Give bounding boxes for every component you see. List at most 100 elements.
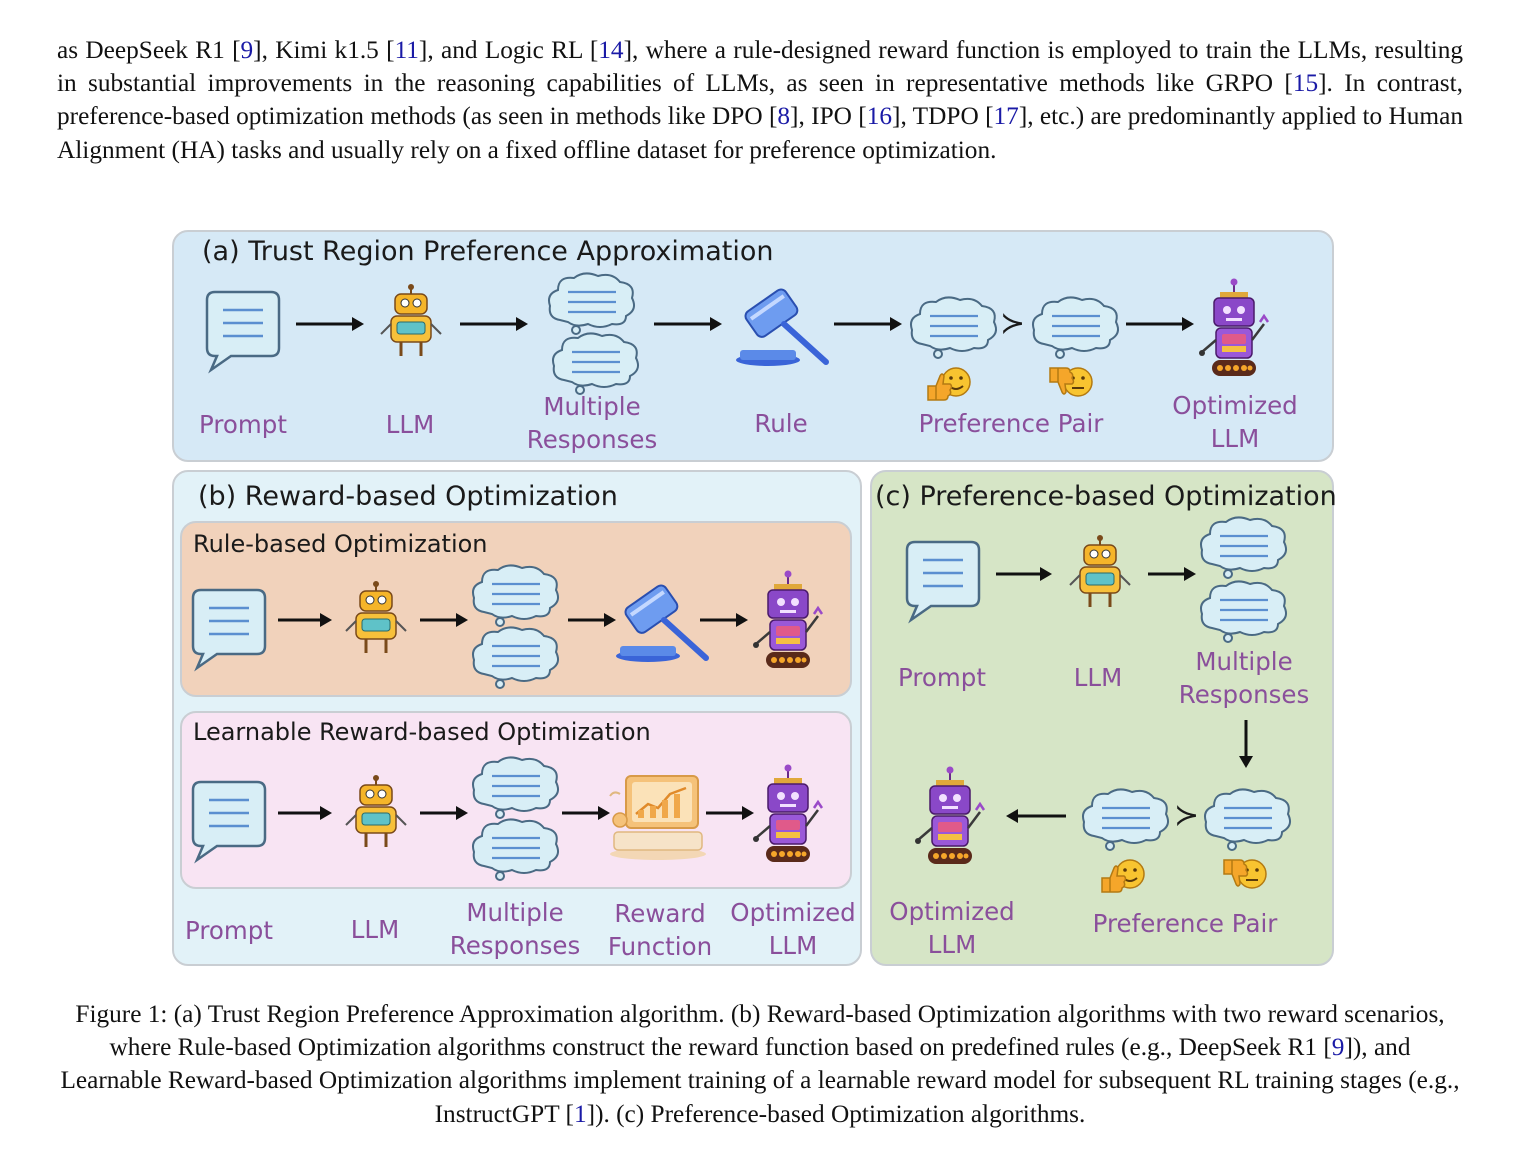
learnable-reward-title: Learnable Reward-based Optimization bbox=[193, 718, 651, 746]
thumbs-down-emoji-icon bbox=[1223, 859, 1267, 889]
paragraph-text: ], and Logic RL [ bbox=[418, 36, 599, 64]
arrow-right-icon bbox=[420, 806, 468, 820]
figure-caption: Figure 1: (a) Trust Region Preference Ap… bbox=[57, 998, 1463, 1131]
arrow-left-icon bbox=[1006, 809, 1066, 823]
label-optimized-llm: LLM bbox=[768, 931, 818, 960]
citation-link[interactable]: 14 bbox=[598, 36, 624, 64]
optimized-robot-icon bbox=[915, 766, 986, 864]
panel-a-title: (a) Trust Region Preference Approximatio… bbox=[202, 236, 774, 267]
citation-link[interactable]: 9 bbox=[240, 36, 254, 64]
cloud-response-icon bbox=[472, 756, 559, 819]
label-llm: LLM bbox=[385, 410, 435, 439]
arrow-right-icon bbox=[1148, 567, 1196, 581]
arrow-right-icon bbox=[996, 567, 1052, 581]
body-paragraph: as DeepSeek R1 [9], Kimi k1.5 [11], and … bbox=[57, 34, 1463, 167]
label-responses: Responses bbox=[449, 931, 581, 960]
chat-bubble-icon bbox=[905, 540, 981, 624]
label-multiple: Multiple bbox=[1195, 647, 1293, 676]
label-prompt: Prompt bbox=[898, 663, 986, 692]
paragraph-text: ], etc.) are predominantly applied to Hu… bbox=[57, 102, 1463, 164]
paragraph-text: ], Kimi k1.5 [ bbox=[253, 36, 395, 64]
label-preference-pair: Preference Pair bbox=[1092, 909, 1278, 938]
arrow-right-icon bbox=[654, 317, 722, 331]
caption-text: ]), and Learnable Reward-based Optimizat… bbox=[60, 1033, 1460, 1128]
label-multiple: Multiple bbox=[543, 392, 641, 421]
label-function: Function bbox=[607, 932, 713, 961]
label-optimized-llm: LLM bbox=[927, 930, 977, 959]
label-prompt: Prompt bbox=[185, 916, 273, 945]
arrow-right-icon bbox=[278, 806, 332, 820]
paragraph-text: ], IPO [ bbox=[790, 102, 867, 131]
gavel-rule-icon bbox=[616, 584, 709, 662]
citation-link[interactable]: 9 bbox=[1331, 1033, 1345, 1062]
succeeds-symbol: ≻ bbox=[1174, 798, 1200, 833]
citation-link[interactable]: 8 bbox=[777, 102, 791, 131]
thumbs-down-emoji-icon bbox=[1049, 367, 1093, 397]
panel-a bbox=[172, 230, 1334, 462]
label-preference-pair: Preference Pair bbox=[918, 409, 1104, 438]
citation-link[interactable]: 15 bbox=[1292, 69, 1319, 98]
arrow-right-icon bbox=[834, 317, 902, 331]
robot-llm-icon bbox=[345, 581, 407, 653]
citation-link[interactable]: 16 bbox=[866, 102, 893, 131]
succeeds-symbol: ≻ bbox=[1000, 306, 1026, 341]
paragraph-text: as DeepSeek R1 [ bbox=[57, 36, 241, 64]
thumbs-up-emoji-icon bbox=[927, 367, 971, 401]
cloud-response-icon bbox=[910, 296, 997, 359]
cloud-response-icon bbox=[1032, 296, 1119, 359]
arrow-right-icon bbox=[1126, 317, 1194, 331]
label-multiple: Multiple bbox=[466, 898, 564, 927]
gavel-rule-icon bbox=[736, 288, 829, 366]
citation-link[interactable]: 17 bbox=[993, 102, 1019, 131]
cloud-response-icon bbox=[472, 564, 559, 627]
arrow-right-icon bbox=[460, 317, 528, 331]
optimized-robot-icon bbox=[753, 570, 824, 668]
cloud-response-icon bbox=[1200, 516, 1287, 579]
cloud-response-icon bbox=[552, 332, 639, 395]
chat-bubble-icon bbox=[191, 780, 267, 864]
robot-llm-icon bbox=[380, 284, 442, 356]
cloud-response-icon bbox=[472, 626, 559, 689]
paragraph-text: ]. In contrast, preference-based optimiz… bbox=[57, 69, 1463, 131]
citation-link[interactable]: 1 bbox=[573, 1099, 587, 1128]
cloud-response-icon bbox=[1204, 788, 1291, 851]
robot-llm-icon bbox=[1069, 535, 1131, 607]
label-llm: LLM bbox=[350, 915, 400, 944]
arrow-right-icon bbox=[568, 613, 616, 627]
label-optimized: Optimized bbox=[1172, 391, 1298, 420]
label-optimized: Optimized bbox=[889, 897, 1015, 926]
label-prompt: Prompt bbox=[199, 410, 287, 439]
paragraph-text: ], where a rule-designed reward function… bbox=[57, 36, 1463, 98]
arrow-right-icon bbox=[420, 613, 468, 627]
chat-bubble-icon bbox=[205, 290, 281, 374]
cloud-response-icon bbox=[1200, 580, 1287, 643]
paragraph-text: ], TDPO [ bbox=[892, 102, 994, 131]
robot-llm-icon bbox=[345, 775, 407, 847]
reward-function-computer-icon bbox=[609, 775, 706, 860]
cloud-response-icon bbox=[1082, 788, 1169, 851]
arrow-right-icon bbox=[700, 613, 748, 627]
rule-based-title: Rule-based Optimization bbox=[193, 530, 488, 558]
arrow-down-icon bbox=[1239, 720, 1253, 768]
label-optimized: Optimized bbox=[730, 898, 856, 927]
label-optimized-llm: LLM bbox=[1210, 424, 1260, 453]
citation-link[interactable]: 11 bbox=[394, 36, 419, 64]
label-llm: LLM bbox=[1073, 663, 1123, 692]
caption-text: ]). (c) Preference-based Optimization al… bbox=[586, 1099, 1086, 1128]
arrow-right-icon bbox=[562, 806, 610, 820]
label-responses: Responses bbox=[1178, 680, 1310, 709]
panel-c-title: (c) Preference-based Optimization bbox=[875, 481, 1337, 512]
arrow-right-icon bbox=[278, 613, 332, 627]
optimized-robot-icon bbox=[1199, 278, 1270, 376]
arrow-right-icon bbox=[296, 317, 364, 331]
thumbs-up-emoji-icon bbox=[1101, 859, 1145, 893]
panel-b-title: (b) Reward-based Optimization bbox=[198, 481, 618, 512]
label-reward: Reward bbox=[614, 899, 706, 928]
chat-bubble-icon bbox=[191, 588, 267, 672]
cloud-response-icon bbox=[548, 272, 635, 335]
optimized-robot-icon bbox=[753, 764, 824, 862]
arrow-right-icon bbox=[706, 806, 754, 820]
label-rule: Rule bbox=[754, 409, 808, 438]
label-responses: Responses bbox=[526, 425, 658, 454]
